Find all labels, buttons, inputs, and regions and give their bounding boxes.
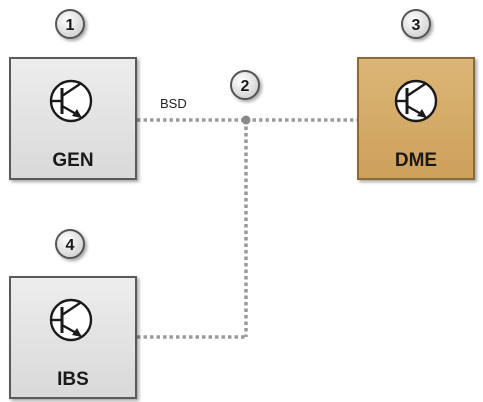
transistor-icon — [49, 298, 93, 342]
marker-2-label: 2 — [241, 78, 250, 95]
marker-4: 4 — [55, 229, 85, 259]
transistor-icon — [394, 79, 438, 123]
bus-label: BSD — [160, 96, 187, 111]
marker-3: 3 — [401, 9, 431, 39]
module-dme: DME — [357, 57, 475, 180]
module-gen: GEN — [9, 57, 137, 180]
marker-1-label: 1 — [66, 17, 75, 34]
module-gen-label: GEN — [52, 150, 93, 171]
module-ibs: IBS — [9, 276, 137, 399]
marker-3-label: 3 — [412, 17, 421, 34]
transistor-icon — [49, 79, 93, 123]
module-ibs-label: IBS — [57, 369, 89, 390]
marker-1: 1 — [55, 9, 85, 39]
bsd-bus-lines — [137, 115, 357, 339]
bus-junction-node — [241, 115, 251, 125]
module-dme-label: DME — [395, 150, 437, 171]
marker-2: 2 — [230, 70, 260, 100]
marker-4-label: 4 — [66, 237, 75, 254]
